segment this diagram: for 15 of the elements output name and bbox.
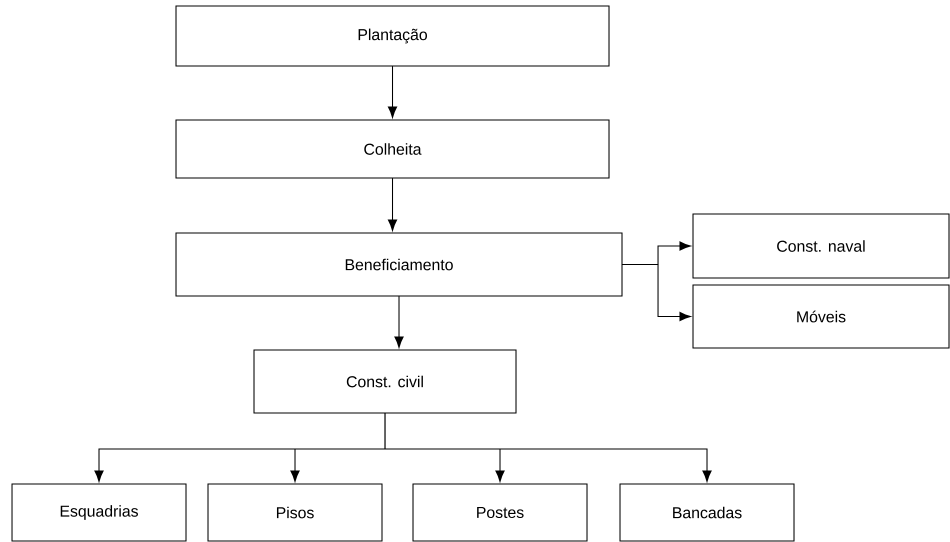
process-box: Colheita: [175, 119, 610, 179]
arrow: [388, 178, 398, 231]
process-box: Bancadas: [619, 483, 795, 542]
process-box: Const. naval: [692, 213, 950, 279]
process-box: Beneficiamento: [175, 232, 623, 297]
process-box: Pisos: [207, 483, 383, 542]
process-box: Const. civil: [253, 349, 517, 414]
arrow: [384, 414, 712, 482]
process-box: Móveis: [692, 284, 950, 349]
arrow: [622, 264, 691, 322]
process-box: Esquadrias: [11, 483, 187, 542]
arrow: [394, 296, 404, 348]
process-box: Postes: [412, 483, 588, 542]
arrow: [388, 66, 398, 118]
process-box: Plantação: [175, 5, 610, 67]
